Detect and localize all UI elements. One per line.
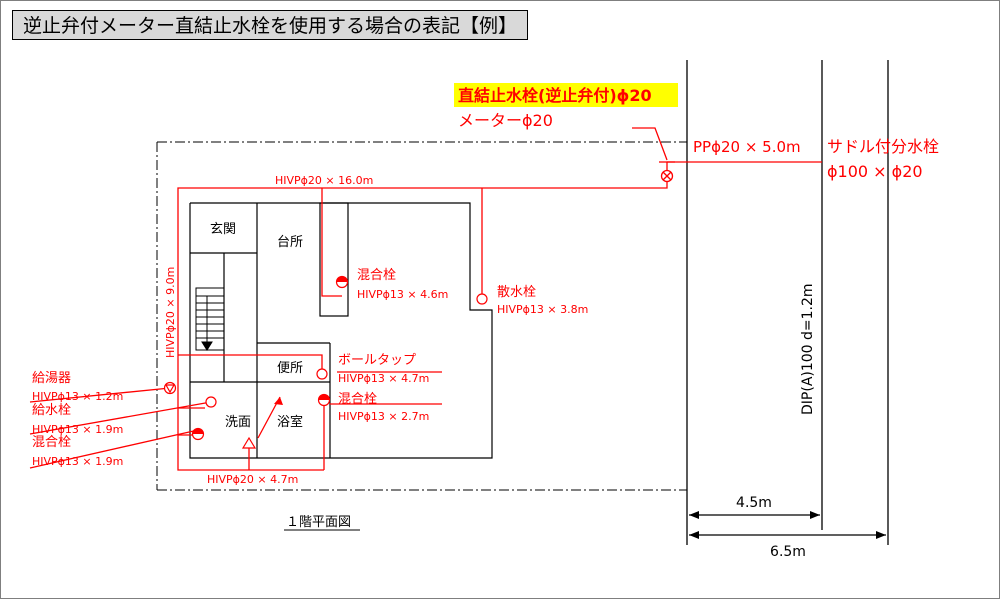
sink-tap-name: 給水栓 — [32, 403, 71, 418]
water-heater-name: 給湯器 — [32, 371, 71, 386]
garden-tap-name: 散水栓 — [497, 285, 536, 300]
main-valve-highlight — [454, 83, 678, 107]
meter-label: メーターϕ20 — [458, 111, 553, 130]
kitchen-mixer-pipe: HIVPϕ13 × 4.6m — [357, 288, 448, 301]
ball-tap-pipe: HIVPϕ13 × 4.7m — [338, 372, 429, 385]
kitchen-mixer-name: 混合栓 — [357, 268, 396, 283]
kitchen-mixer-icon — [335, 275, 349, 289]
staircase — [195, 287, 225, 351]
sink-tap-pipe: HIVPϕ13 × 1.9m — [32, 423, 123, 436]
bath-mixer-name: 混合栓 — [338, 392, 377, 407]
room-kitchen: 台所 — [277, 235, 303, 250]
water-heater-pipe: HIVPϕ13 × 1.2m — [32, 390, 123, 403]
water-heater-icon — [163, 381, 177, 395]
sink-mixer-pipe: HIVPϕ13 × 1.9m — [32, 455, 123, 468]
reducer-triangle-icon — [241, 436, 257, 449]
main-pipe-label: DIP(A)100 d=1.2m — [800, 283, 816, 415]
dimension-long: 6.5m — [770, 544, 806, 560]
service-pipe-label: PPϕ20 × 5.0m — [693, 138, 801, 156]
flow-arrow-icon — [274, 397, 283, 405]
saddle-tap-label: サドル付分水栓 — [827, 137, 939, 156]
fixture-labels: 混合栓 HIVPϕ13 × 4.6m 散水栓 HIVPϕ13 × 3.8m ボー… — [32, 268, 588, 468]
dimension-short: 4.5m — [736, 495, 772, 511]
ball-tap-icon — [316, 368, 328, 380]
plan-caption: １階平面図 — [286, 515, 351, 530]
left-riser-label: HIVPϕ20 × 9.0m — [164, 267, 177, 358]
dimension-arrows — [689, 511, 886, 539]
bath-mixer-pipe: HIVPϕ13 × 2.7m — [338, 410, 429, 423]
room-toilet: 便所 — [277, 361, 303, 376]
sink-mixer-name: 混合栓 — [32, 435, 71, 450]
room-bathroom: 浴室 — [277, 414, 303, 430]
sink-tap-icon — [205, 396, 217, 408]
meter-assembly — [659, 161, 675, 183]
property-boundary — [156, 141, 687, 491]
road-lines — [686, 60, 889, 545]
main-valve-label: 直結止水栓(逆止弁付)ϕ20 — [458, 86, 652, 105]
ball-tap-name: ボールタップ — [338, 353, 416, 368]
garden-tap-icon — [476, 293, 488, 305]
saddle-tap-size-label: ϕ100 × ϕ20 — [827, 162, 923, 181]
garden-tap-pipe: HIVPϕ13 × 3.8m — [497, 303, 588, 316]
room-entrance: 玄関 — [210, 222, 236, 237]
room-labels: 玄関 台所 便所 洗面 浴室 — [210, 222, 303, 430]
room-washroom: 洗面 — [225, 415, 251, 430]
sink-mixer-icon — [191, 427, 205, 441]
bottom-run-label: HIVPϕ20 × 4.7m — [207, 473, 298, 486]
dimension-lines — [689, 514, 886, 536]
top-run-label: HIVPϕ20 × 16.0m — [275, 174, 373, 187]
bath-mixer-icon — [317, 393, 331, 407]
page-title: 逆止弁付メーター直結止水栓を使用する場合の表記【例】 — [12, 10, 529, 40]
